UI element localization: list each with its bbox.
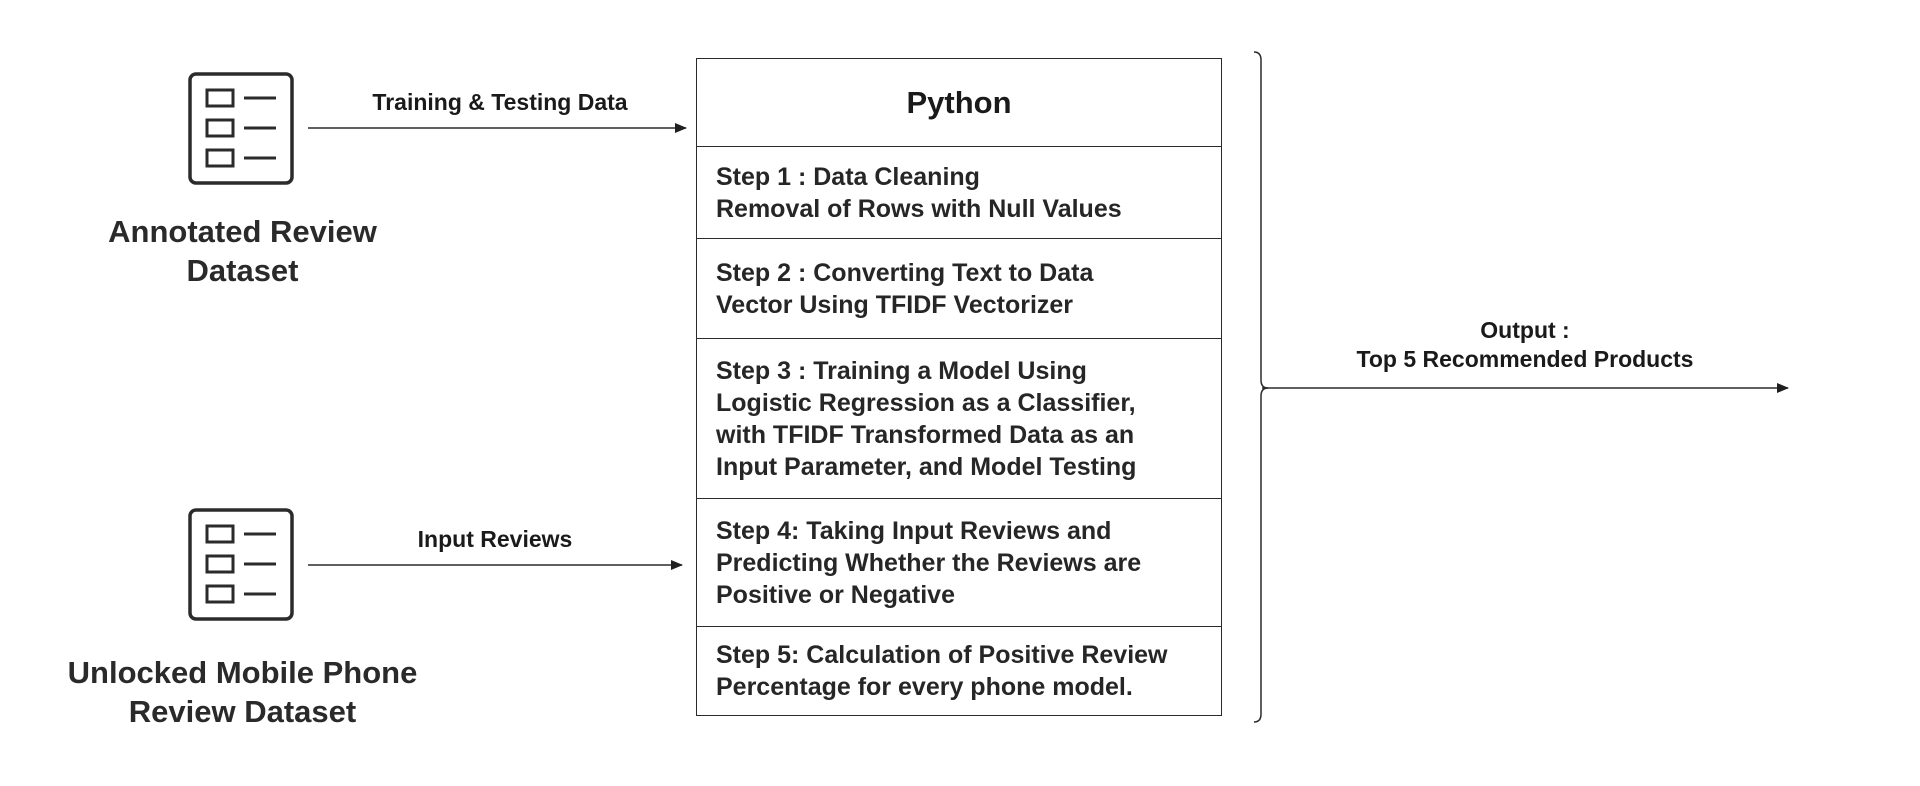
step-text-line: Step 5: Calculation of Positive Review [716, 641, 1168, 669]
step-text-line: Step 3 : Training a Model Using [716, 356, 1087, 385]
step-text-line: with TFIDF Transformed Data as an [716, 420, 1135, 449]
step-text-line: Step 2 : Converting Text to Data [716, 258, 1094, 287]
training-data-label: Training & Testing Data [372, 89, 628, 115]
dataset-label-line: Annotated Review [108, 214, 377, 249]
document-list-icon [188, 72, 294, 185]
step-text-line: Input Parameter, and Model Testing [716, 452, 1137, 481]
dataset-label-line: Review Dataset [128, 694, 357, 729]
step-text-line: Step 4: Taking Input Reviews and [716, 516, 1112, 545]
step-2: Step 2 : Converting Text to Data Vector … [697, 239, 1221, 339]
right-brace [1253, 51, 1269, 723]
step-text-line: Vector Using TFIDF Vectorizer [716, 290, 1074, 319]
annotated-dataset-label: Annotated Review Dataset [60, 212, 425, 290]
step-4: Step 4: Taking Input Reviews and Predict… [697, 499, 1221, 627]
step-text-line: Logistic Regression as a Classifier, [716, 388, 1136, 417]
output-label: Output : Top 5 Recommended Products [1330, 316, 1720, 374]
step-text-line: Positive or Negative [716, 580, 955, 609]
dataset-label-line: Unlocked Mobile Phone [67, 655, 418, 690]
step-text-line: Removal of Rows with Null Values [716, 194, 1122, 223]
input-reviews-label: Input Reviews [417, 526, 573, 552]
step-text-line: Step 1 : Data Cleaning [716, 162, 980, 191]
document-list-icon [188, 508, 294, 621]
python-title: Python [697, 59, 1221, 147]
step-3: Step 3 : Training a Model Using Logistic… [697, 339, 1221, 499]
step-text-line: Predicting Whether the Reviews are [716, 548, 1142, 577]
step-5: Step 5: Calculation of Positive Review P… [697, 627, 1221, 715]
unlocked-mobile-dataset-label: Unlocked Mobile Phone Review Dataset [30, 653, 455, 731]
step-text-line: Percentage for every phone model. [716, 673, 1133, 701]
output-label-line: Top 5 Recommended Products [1356, 346, 1694, 372]
output-label-line: Output : [1480, 317, 1570, 343]
dataset-label-line: Dataset [186, 253, 299, 288]
python-process-box: Python Step 1 : Data Cleaning Removal of… [696, 58, 1222, 716]
step-1: Step 1 : Data Cleaning Removal of Rows w… [697, 147, 1221, 239]
